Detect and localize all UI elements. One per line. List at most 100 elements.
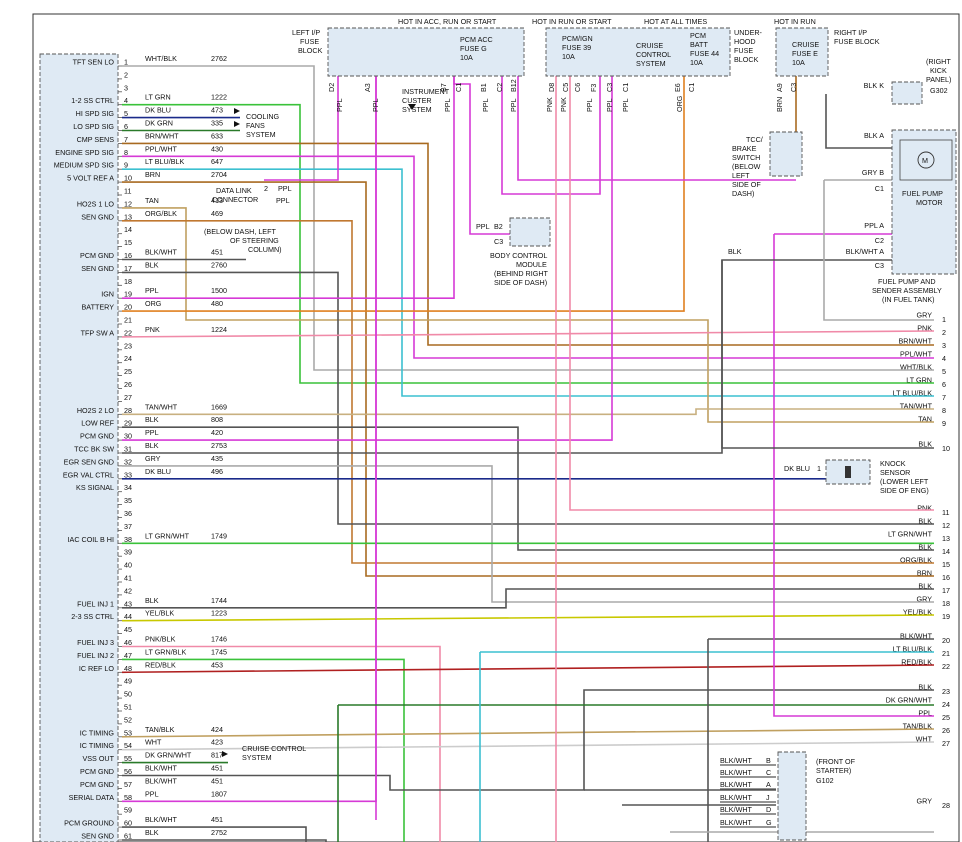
top-wire-color: PPL bbox=[371, 98, 380, 112]
starter-wire-color: BLK/WHT bbox=[720, 780, 753, 789]
pcm-wire-color: DK BLU bbox=[145, 106, 171, 115]
wire-pnk-blk bbox=[122, 645, 441, 842]
top-wire-color: PPL bbox=[605, 98, 614, 112]
pcm-wire-color: BLK bbox=[145, 441, 159, 450]
dlc-wire-1: PPL bbox=[278, 184, 292, 193]
pcm-pin-number: 54 bbox=[124, 741, 132, 750]
pcm-pin-number: 38 bbox=[124, 535, 132, 544]
right-pin-number: 16 bbox=[942, 573, 950, 582]
g302-ground bbox=[891, 81, 923, 105]
left-ip-fuse-block bbox=[327, 27, 525, 77]
left-ip-label-1: LEFT I/P bbox=[292, 28, 320, 37]
starter-wire-color: BLK/WHT bbox=[720, 768, 753, 777]
wire-blk-wht-60 bbox=[122, 826, 307, 842]
top-wire-color: ORG bbox=[675, 95, 684, 112]
right-pin-number: 28 bbox=[942, 801, 950, 810]
header-hot-run: HOT IN RUN bbox=[774, 17, 816, 26]
knock-1: KNOCK bbox=[880, 459, 906, 468]
right-pin-number: 8 bbox=[942, 406, 946, 415]
underhood-pin: E6 bbox=[673, 83, 682, 92]
fuel-pump-pin-label: BLK/WHT A bbox=[846, 247, 884, 256]
pcm-pin-function: IAC COIL B HI bbox=[68, 535, 114, 544]
pcm-pin-function: CMP SENS bbox=[77, 135, 115, 144]
tcc-5: LEFT bbox=[732, 171, 750, 180]
wire-blk-61 bbox=[122, 839, 327, 842]
pcm-pin-function: LO SPD SIG bbox=[73, 122, 114, 131]
knock-2: SENSOR bbox=[880, 468, 910, 477]
left-fuse-pin: B7 bbox=[439, 83, 448, 92]
pcm-pin-function: VSS OUT bbox=[82, 754, 114, 763]
right-pin-number: 4 bbox=[942, 354, 946, 363]
pcm-acc-fuse-1: PCM ACC bbox=[460, 35, 493, 44]
top-wire-color: PPL bbox=[621, 98, 630, 112]
pcm-circuit-number: 647 bbox=[211, 157, 223, 166]
wire-blk-808 bbox=[122, 426, 934, 551]
pcm-circuit-number: 1746 bbox=[211, 635, 227, 644]
fuel-pump-sender-assembly bbox=[891, 129, 957, 275]
wire-red-blk bbox=[121, 664, 935, 674]
labels: HOT IN ACC, RUN OR START HOT IN RUN OR S… bbox=[204, 17, 951, 785]
pcm-wire-color: BLK bbox=[145, 415, 159, 424]
pcm-wire-color: LT BLU/BLK bbox=[145, 157, 184, 166]
diagram-border bbox=[32, 13, 960, 842]
pcm-wire-color: BLK/WHT bbox=[145, 815, 178, 824]
pcm-wire-color: DK BLU bbox=[145, 467, 171, 476]
top-wire-color: PPL bbox=[335, 98, 344, 112]
pcm-pin-number: 20 bbox=[124, 303, 132, 312]
pcm-circuit-number: 1224 bbox=[211, 325, 227, 334]
header-hot-run-start: HOT IN RUN OR START bbox=[532, 17, 612, 26]
underhood-label-3: FUSE bbox=[734, 46, 753, 55]
cruise-out-2: SYSTEM bbox=[242, 753, 272, 762]
right-wire-color: PPL/WHT bbox=[900, 350, 933, 359]
pcm-pin-number: 50 bbox=[124, 690, 132, 699]
pcm-circuit-number: 1749 bbox=[211, 531, 227, 540]
pcm-pin-function: IC REF LO bbox=[79, 664, 115, 673]
right-wire-color: GRY bbox=[917, 797, 933, 806]
pcm-pin-number: 21 bbox=[124, 316, 132, 325]
right-wire-color: BLK bbox=[918, 582, 932, 591]
pcm-circuit-number: 335 bbox=[211, 119, 223, 128]
right-wire-color: WHT bbox=[916, 735, 933, 744]
pcm-wire-color: TAN/WHT bbox=[145, 402, 178, 411]
pcm-circuit-number: 473 bbox=[211, 106, 223, 115]
right-wire-color: WHT/BLK bbox=[900, 363, 932, 372]
bcm-pin-b2: B2 bbox=[494, 222, 503, 231]
dlc-wire-2: PPL bbox=[276, 196, 290, 205]
pcm-pin-number: 11 bbox=[124, 187, 131, 196]
pcm-pin-number: 17 bbox=[124, 264, 132, 273]
pcm-wire-color: TAN/BLK bbox=[145, 725, 175, 734]
right-pin-number: 3 bbox=[942, 341, 946, 350]
pcm-batt-fuse-4: 10A bbox=[690, 58, 703, 67]
pcm-pin-number: 12 bbox=[124, 199, 132, 208]
pcm-pin-number: 10 bbox=[124, 174, 132, 183]
pcm-pin-function: IC TIMING bbox=[80, 728, 115, 737]
pcm-circuit-number: 424 bbox=[211, 725, 223, 734]
pcm-pin-number: 14 bbox=[124, 225, 132, 234]
pcm-circuit-number: 420 bbox=[211, 428, 223, 437]
right-wire-color: LT GRN/WHT bbox=[888, 530, 933, 539]
blk-label: BLK bbox=[728, 247, 742, 256]
tcc-brake-switch bbox=[769, 131, 803, 177]
pcm-pin-function: MEDIUM SPD SIG bbox=[54, 161, 115, 170]
underhood-pin: C1 bbox=[687, 83, 696, 92]
right-pin-number: 19 bbox=[942, 612, 950, 621]
starter-pin: G bbox=[766, 818, 772, 827]
cooling-1: COOLING bbox=[246, 112, 280, 121]
pcm-pin-number: 60 bbox=[124, 819, 132, 828]
wire-lt-blu-blk bbox=[122, 168, 934, 397]
tcc-4: (BELOW bbox=[732, 162, 761, 171]
fuel-pump-motor-1: FUEL PUMP bbox=[902, 189, 943, 198]
top-wire-color: PPL bbox=[585, 98, 594, 112]
pcm-pin-function: IC TIMING bbox=[80, 741, 115, 750]
right-wire-color: TAN/BLK bbox=[903, 722, 933, 731]
pcm-pin-function: HO2S 1 LO bbox=[77, 199, 115, 208]
wire-blk-wht-56 bbox=[122, 689, 934, 791]
wire-wht bbox=[121, 741, 935, 751]
fuel-assembly-2: SENDER ASSEMBLY bbox=[872, 286, 942, 295]
pcm-wire-color: GRY bbox=[145, 454, 161, 463]
right-pin-number: 10 bbox=[942, 444, 950, 453]
pcm-pin-number: 2 bbox=[124, 70, 128, 79]
pcm-circuit-number: 496 bbox=[211, 467, 223, 476]
